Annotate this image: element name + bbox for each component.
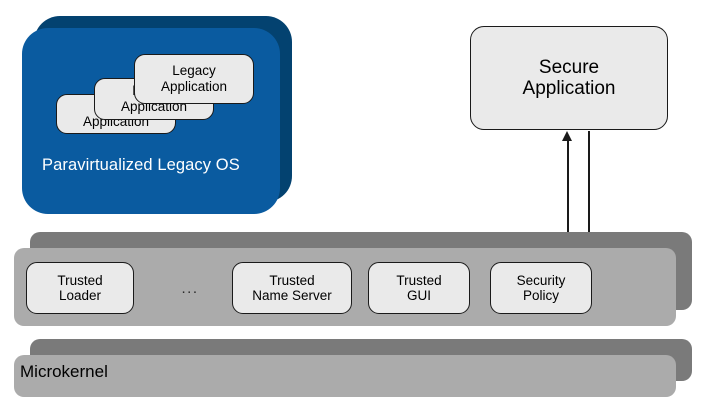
service-box-trusted-loader[interactable]: Trusted Loader <box>26 262 134 314</box>
arrow-up-head-icon <box>562 131 572 141</box>
microkernel-bar-face <box>14 355 676 397</box>
arrow-up-shaft <box>567 140 569 270</box>
service-box-security-policy[interactable]: Security Policy <box>490 262 592 314</box>
microkernel-bar <box>14 339 692 397</box>
service-box-trusted-gui[interactable]: Trusted GUI <box>368 262 470 314</box>
paravirtualized-legacy-os-label: Paravirtualized Legacy OS <box>42 156 240 174</box>
paravirtualized-legacy-os-container: Legacy Application Legacy Application Le… <box>22 16 292 214</box>
microkernel-label: Microkernel <box>20 362 108 381</box>
arrow-down-shaft <box>588 131 590 261</box>
service-box-trusted-name-server[interactable]: Trusted Name Server <box>232 262 352 314</box>
secure-application-box[interactable]: Secure Application <box>470 26 668 130</box>
services-ellipsis: ... <box>181 280 199 297</box>
legacy-application-card-front[interactable]: Legacy Application <box>134 54 254 104</box>
